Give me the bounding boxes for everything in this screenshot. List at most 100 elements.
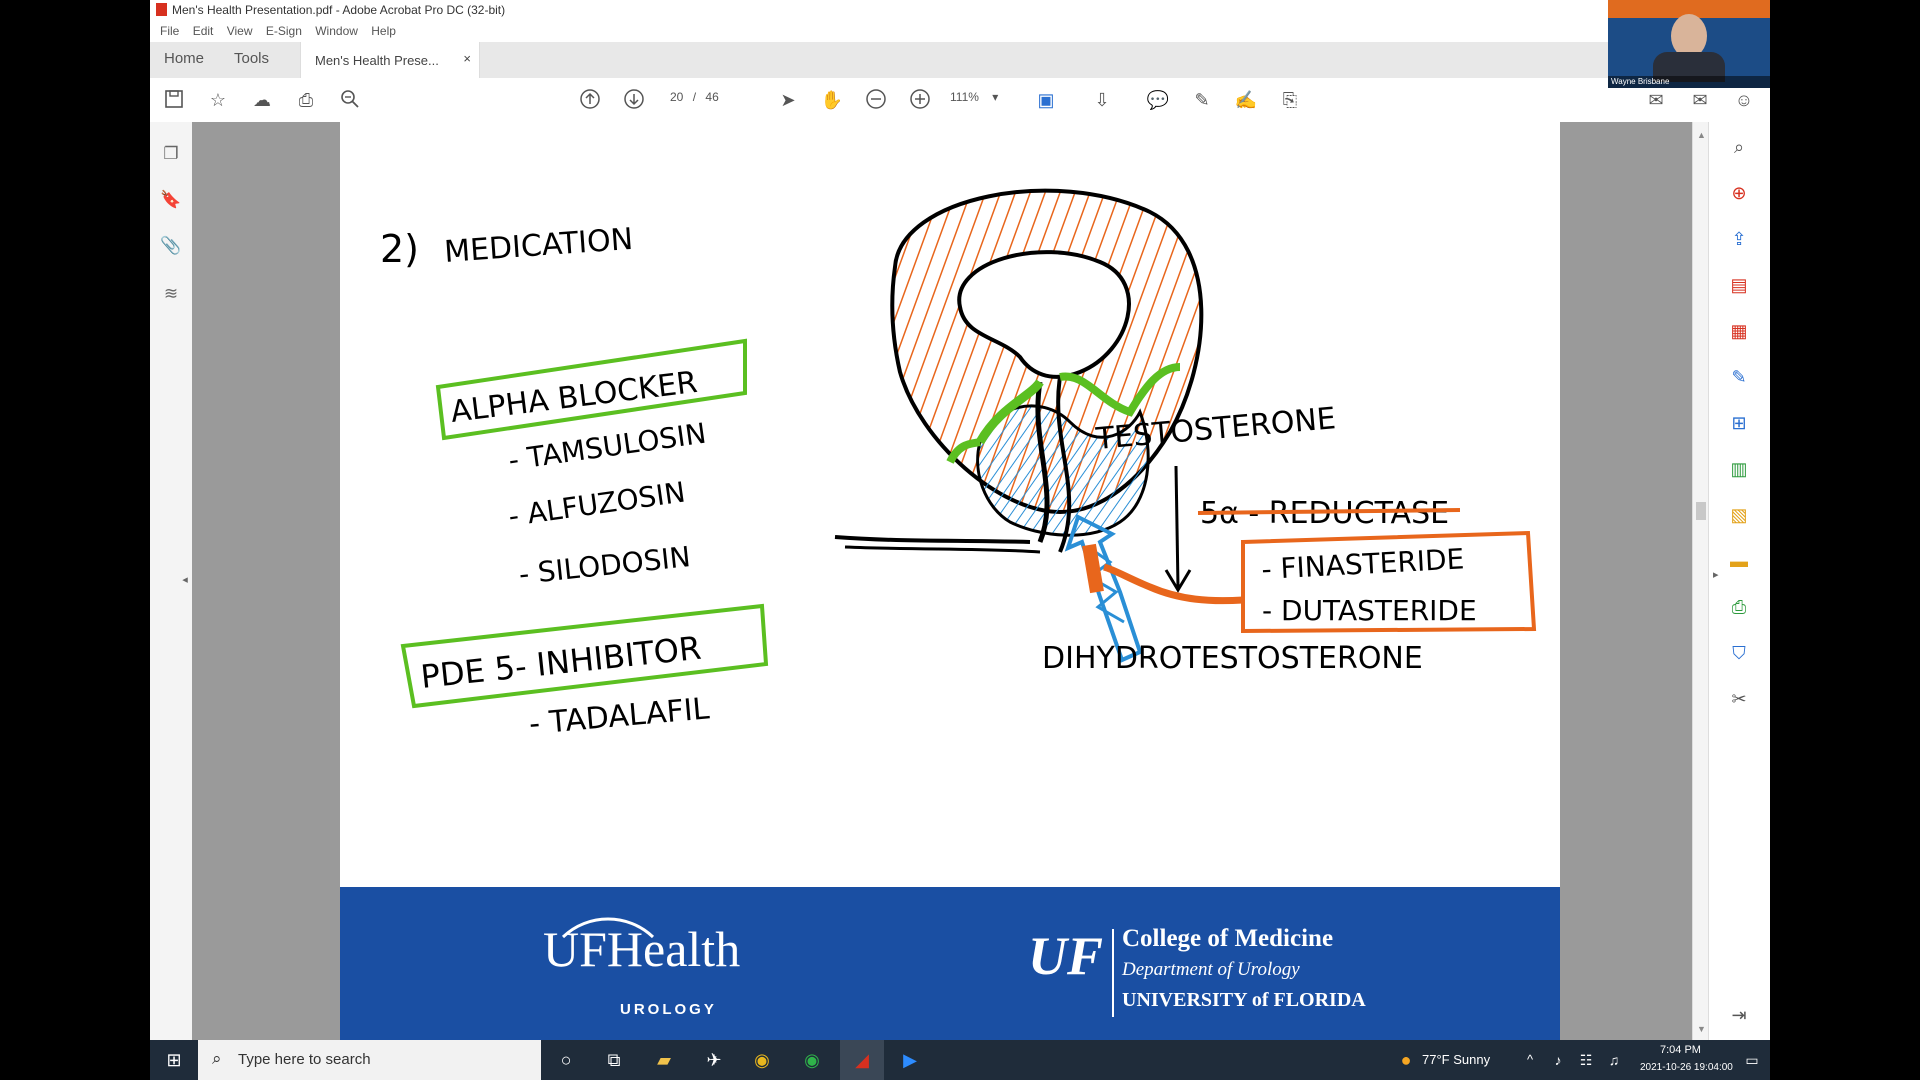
upload-cloud-icon[interactable]: ☁ <box>253 90 271 110</box>
comment-icon[interactable]: 💬 <box>1146 90 1170 110</box>
volume-icon[interactable]: ♫ <box>1608 1052 1620 1068</box>
expand-panel-icon[interactable]: ⇥ <box>1731 1005 1747 1025</box>
inhibition-bar <box>1082 543 1104 594</box>
star-icon[interactable]: ☆ <box>209 90 227 110</box>
account-icon[interactable]: ☺ <box>1734 90 1754 110</box>
hand-tool-icon[interactable]: ✋ <box>820 90 844 110</box>
acrobat-taskbar-icon[interactable]: ◢ <box>840 1040 884 1080</box>
heading-number: 2) <box>380 227 419 271</box>
scroll-up-icon[interactable]: ▲ <box>1697 130 1706 140</box>
pdf-page: 2) MEDICATION ALPHA BLOCKER - TAMSULOSIN… <box>340 122 1560 1040</box>
green-app-icon[interactable]: ◉ <box>804 1050 820 1070</box>
bookmark-icon[interactable]: 🔖 <box>160 190 182 209</box>
highlight-pen-icon[interactable]: ✎ <box>1194 90 1210 110</box>
toolbar: ☆ ☁ ⎙ 20 / 46 ➤ ✋ 111% ▾ ▣ ⇩ 💬 ✎ <box>150 78 1770 123</box>
pde5-inhibitor-box <box>400 603 769 709</box>
scrolling-mode-icon[interactable]: ⇩ <box>1094 90 1110 110</box>
cortana-circle-icon[interactable]: ○ <box>560 1050 572 1070</box>
sign-icon[interactable]: ✍ <box>1234 90 1258 110</box>
zoom-out-icon[interactable] <box>864 88 888 112</box>
menu-help[interactable]: Help <box>371 24 396 38</box>
export-pdf-icon[interactable]: ⇪ <box>1731 229 1747 249</box>
search-tools-icon[interactable]: ⌕ <box>1733 137 1745 157</box>
department-of-urology: Department of Urology <box>1122 959 1300 980</box>
weather-text[interactable]: 77°F Sunny <box>1422 1052 1491 1067</box>
whiteboard-drawing: 2) MEDICATION ALPHA BLOCKER - TAMSULOSIN… <box>380 188 1537 742</box>
name-strip <box>1608 76 1770 88</box>
print-production-icon[interactable]: ⎙ <box>1731 597 1747 617</box>
microphone-icon[interactable]: ♪ <box>1554 1052 1562 1068</box>
zoom-taskbar-icon[interactable]: ▶ <box>903 1050 917 1070</box>
ufhealth-logo-text: UFHealth <box>543 921 741 977</box>
windows-start-icon[interactable]: ⊞ <box>166 1050 182 1070</box>
combine-files-icon[interactable]: ▥ <box>1730 459 1748 479</box>
attachment-paperclip-icon[interactable]: 📎 <box>160 236 182 255</box>
collapse-right-panel-icon[interactable]: ▸ <box>1713 569 1719 581</box>
fill-sign-icon[interactable]: ✎ <box>1731 367 1747 387</box>
zoom-in-icon[interactable] <box>908 88 932 112</box>
zoom-level-dropdown[interactable]: 111% ▾ <box>950 90 998 104</box>
send-for-signature-icon[interactable]: ⊞ <box>1731 413 1747 433</box>
page-number-input[interactable]: 20 <box>670 90 684 104</box>
select-cursor-icon[interactable]: ➤ <box>780 90 796 110</box>
more-tools-icon[interactable]: ✂ <box>1731 689 1747 709</box>
college-of-medicine: College of Medicine <box>1122 925 1334 952</box>
app-icon[interactable]: ✈ <box>706 1050 722 1070</box>
collapse-left-panel-icon[interactable]: ◂ <box>182 574 188 586</box>
uf-monogram: UF <box>1028 926 1104 986</box>
taskbar-search[interactable]: ⌕ Type here to search <box>198 1040 541 1080</box>
chrome-icon[interactable]: ◉ <box>754 1050 770 1070</box>
comment-tool-icon[interactable]: ▬ <box>1730 551 1748 571</box>
organize-pages-icon[interactable]: ▤ <box>1730 275 1748 295</box>
previous-page-icon[interactable] <box>578 88 602 112</box>
scrollbar-thumb[interactable] <box>1696 502 1706 520</box>
fit-page-icon[interactable]: ▣ <box>1037 90 1055 110</box>
page-total: 46 <box>705 90 719 104</box>
urology-subtitle: UROLOGY <box>620 1001 717 1018</box>
page-thumbnails-icon[interactable]: ❐ <box>163 144 179 163</box>
inhibition-line <box>1102 563 1244 605</box>
menu-window[interactable]: Window <box>315 24 358 38</box>
tab-home[interactable]: Home <box>164 50 205 67</box>
tab-document[interactable]: Men's Health Prese... × <box>300 42 480 78</box>
document-viewer[interactable]: 2) MEDICATION ALPHA BLOCKER - TAMSULOSIN… <box>192 122 1692 1040</box>
acrobat-window: Men's Health Presentation.pdf - Adobe Ac… <box>150 0 1770 1080</box>
protect-shield-icon[interactable]: ⛉ <box>1732 643 1746 663</box>
vertical-scrollbar[interactable]: ▲ ▼ <box>1692 122 1709 1040</box>
email-icon[interactable]: ✉ <box>1692 90 1708 110</box>
tab-bar: Home Tools Men's Health Prese... × <box>150 42 1770 79</box>
dihydrotestosterone-label: DIHYDROTESTOSTERONE <box>1042 641 1423 676</box>
zoom-out-search-icon[interactable] <box>338 88 362 112</box>
stamp-icon[interactable]: ⎘ <box>1282 90 1298 110</box>
menu-edit[interactable]: Edit <box>192 24 214 38</box>
chevron-up-icon[interactable]: ^ <box>1526 1052 1534 1067</box>
next-page-icon[interactable] <box>622 88 646 112</box>
conversion-arrow-line <box>1174 465 1180 588</box>
acrobat-app-icon <box>156 3 167 16</box>
close-tab-icon[interactable]: × <box>463 51 471 66</box>
create-pdf-icon[interactable]: ⊕ <box>1731 183 1747 203</box>
layers-icon[interactable]: ≋ <box>163 284 179 303</box>
reductase-strikeout <box>1197 508 1461 515</box>
scroll-down-icon[interactable]: ▼ <box>1697 1024 1706 1034</box>
menu-view[interactable]: View <box>226 24 253 38</box>
menu-file[interactable]: File <box>160 24 180 38</box>
presenter-face <box>1671 14 1707 58</box>
menu-esign[interactable]: E-Sign <box>265 24 302 38</box>
clock-date[interactable]: 2021-10-26 19:04:00 <box>1640 1062 1733 1073</box>
scan-ocr-icon[interactable]: ▧ <box>1730 505 1748 525</box>
notification-icon[interactable]: ▭ <box>1745 1052 1759 1068</box>
network-icon[interactable]: ☷ <box>1579 1052 1593 1068</box>
conversion-arrow-head <box>1164 569 1192 593</box>
print-icon[interactable]: ⎙ <box>298 90 314 110</box>
tab-tools[interactable]: Tools <box>234 50 270 67</box>
share-link-icon[interactable]: ✉ <box>1648 90 1664 110</box>
file-explorer-icon[interactable]: ▰ <box>657 1050 671 1070</box>
alpha-item-alfuzosin: - ALFUZOSIN <box>506 475 687 532</box>
search-icon: ⌕ <box>212 1049 222 1068</box>
edit-pdf-icon[interactable]: ▦ <box>1730 321 1748 341</box>
save-icon[interactable] <box>162 88 186 112</box>
pde5-item-tadalafil: - TADALAFIL <box>528 691 711 742</box>
clock-time[interactable]: 7:04 PM <box>1660 1044 1701 1056</box>
task-view-icon[interactable]: ⧉ <box>607 1050 621 1070</box>
